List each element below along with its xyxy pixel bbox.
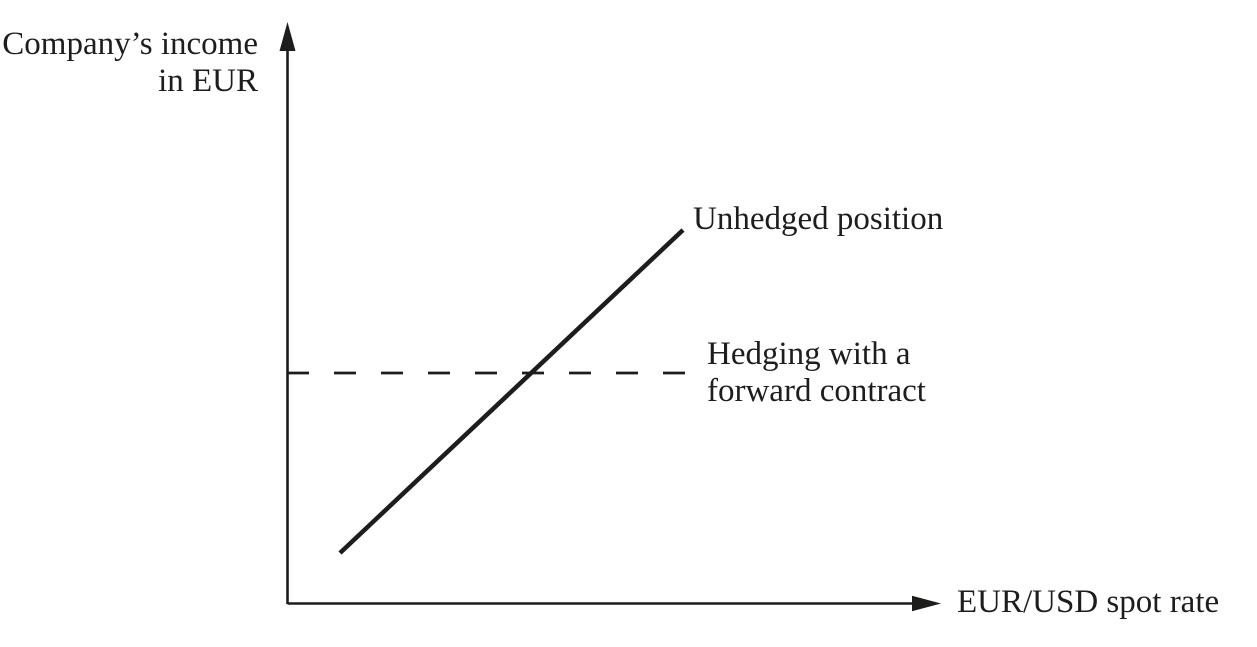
series-layer bbox=[287, 228, 688, 555]
x-axis-arrowhead bbox=[912, 595, 941, 612]
series-label-forward-hedge: Hedging with a forward contract bbox=[707, 336, 926, 410]
y-axis-label-line2: in EUR bbox=[158, 63, 258, 99]
series-line-unhedged bbox=[338, 228, 685, 555]
series-label-forward-hedge-line1: Hedging with a bbox=[707, 336, 911, 372]
y-axis-label: Company’s income in EUR bbox=[0, 26, 258, 100]
series-label-unhedged: Unhedged position bbox=[693, 201, 944, 237]
y-axis-arrowhead bbox=[279, 22, 296, 51]
x-axis-label: EUR/USD spot rate bbox=[957, 584, 1220, 620]
series-label-forward-hedge-line2: forward contract bbox=[707, 373, 926, 409]
y-axis-label-line1: Company’s income bbox=[2, 26, 258, 62]
